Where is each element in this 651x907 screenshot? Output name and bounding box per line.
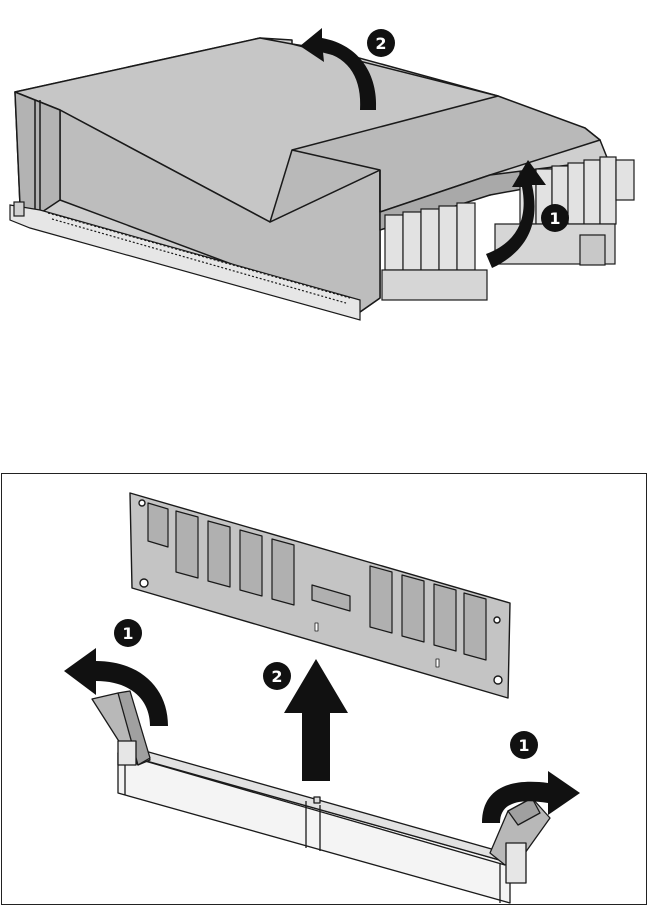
- svg-text:1: 1: [122, 624, 133, 643]
- svg-text:1: 1: [518, 736, 529, 755]
- lift-arrow: [284, 659, 348, 781]
- step-callout-2: 2: [367, 29, 395, 57]
- step-callout-1: 1: [541, 204, 569, 232]
- dimm-latches-left: [382, 203, 487, 300]
- cartridge-body: [15, 38, 608, 312]
- svg-text:1: 1: [549, 209, 560, 228]
- svg-text:2: 2: [375, 34, 386, 53]
- dimm-removal-illustration: 1 2 1: [0, 473, 651, 907]
- cartridge-illustration: 2 1: [0, 0, 651, 330]
- left-latch: [92, 691, 150, 765]
- svg-text:2: 2: [271, 667, 282, 686]
- step-callout-2: 2: [263, 662, 291, 690]
- step-callout-1-right: 1: [510, 731, 538, 759]
- step-callout-1-left: 1: [114, 619, 142, 647]
